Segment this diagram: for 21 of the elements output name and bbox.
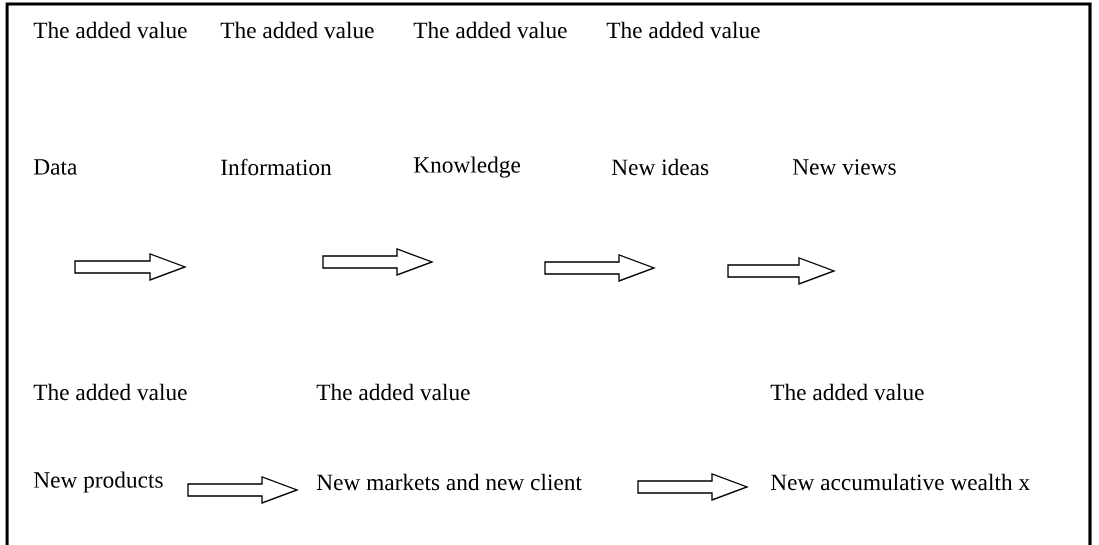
label-text: The added value xyxy=(770,383,924,401)
node-text: Knowledge xyxy=(413,156,521,178)
label-text: The added value xyxy=(220,21,374,39)
node-text: New products xyxy=(33,471,163,493)
node-text: Data xyxy=(33,159,77,175)
label-text: The added value xyxy=(33,21,187,39)
node-text: New views xyxy=(792,159,896,175)
node-text: New ideas xyxy=(611,158,709,176)
label-text: The added value xyxy=(606,21,760,39)
block-arrow xyxy=(187,476,299,504)
block-arrow xyxy=(637,473,749,501)
label-text: The added value xyxy=(316,383,470,401)
block-arrow xyxy=(322,248,434,276)
label-text: The added value xyxy=(413,21,567,39)
block-arrow xyxy=(544,254,656,282)
block-arrow xyxy=(727,257,836,285)
block-arrow xyxy=(74,253,187,281)
node-text: New accumulative wealth x xyxy=(770,473,1030,491)
node-text: Information xyxy=(221,158,332,176)
node-text: New markets and new client xyxy=(316,473,582,491)
label-text: The added value xyxy=(33,383,187,401)
